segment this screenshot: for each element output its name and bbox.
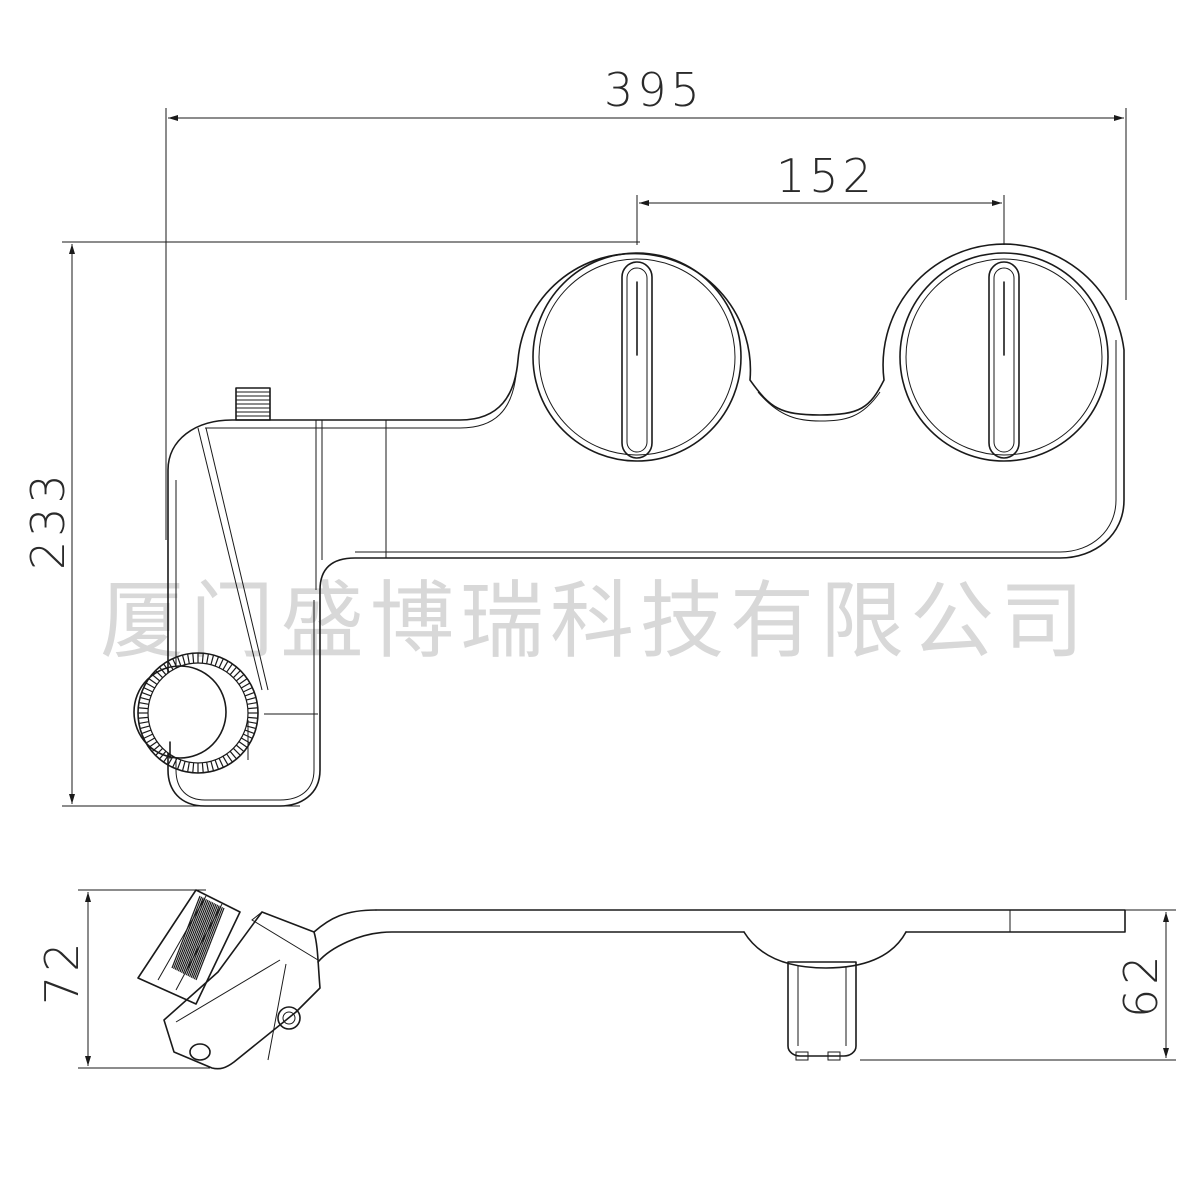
dimension-side-right-height: 62 xyxy=(860,909,1176,1061)
dimension-overall-width: 395 xyxy=(165,63,1127,540)
dimension-knob-spacing: 152 xyxy=(636,149,1005,245)
top-view xyxy=(167,243,1125,807)
rotary-knob-left xyxy=(532,252,742,462)
rotary-knob-right xyxy=(899,252,1109,462)
dimension-label-side-left-height: 72 xyxy=(35,938,89,1005)
dimension-overall-height: 233 xyxy=(21,241,640,807)
dimension-label-overall-width: 395 xyxy=(604,63,704,117)
water-inlet-connector xyxy=(235,387,271,421)
dimension-side-left-height: 72 xyxy=(35,889,210,1069)
dimension-label-side-right-height: 62 xyxy=(1114,951,1168,1018)
dimension-label-knob-spacing: 152 xyxy=(776,149,876,203)
company-watermark: 厦门盛博瑞科技有限公司 xyxy=(100,572,1090,670)
top-view-outline xyxy=(167,243,1125,807)
dimension-label-overall-height: 233 xyxy=(21,470,75,570)
pressure-dial xyxy=(133,652,259,774)
side-view xyxy=(137,889,1126,1070)
